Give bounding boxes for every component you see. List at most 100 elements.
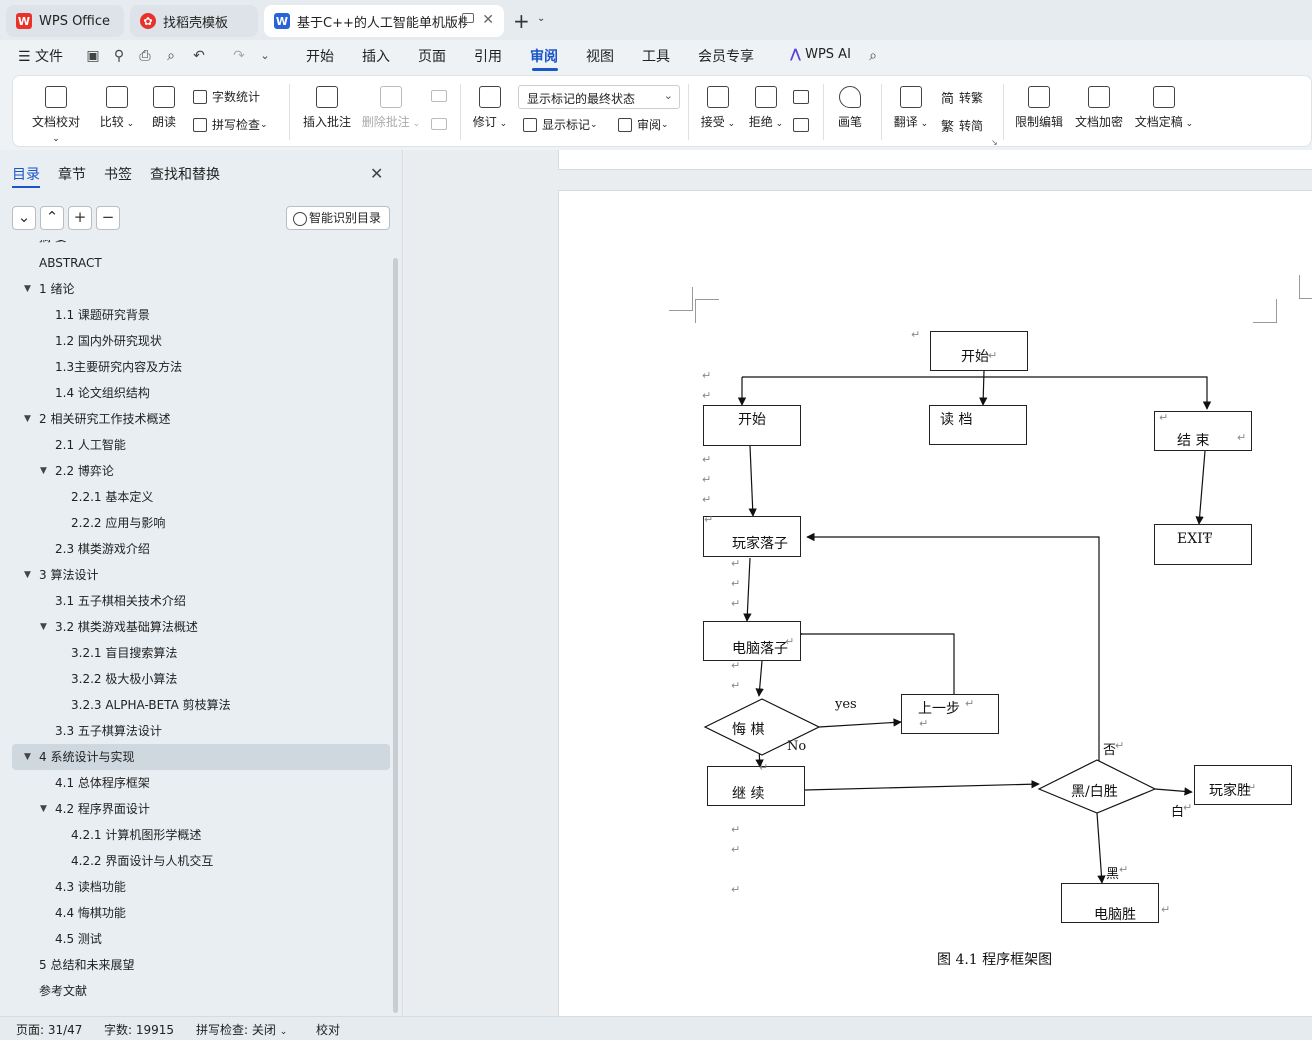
caret-down-icon[interactable]: ▼ — [24, 570, 31, 580]
menu-member[interactable]: 会员专享 — [698, 49, 754, 65]
document-page[interactable]: 开始 开始 读 档 结 束 EXIT 玩家落子 电脑落子 悔 棋 yes No … — [558, 190, 1312, 1016]
toc-item[interactable]: ▼2 相关研究工作技术概述 — [12, 406, 390, 432]
caret-down-icon[interactable]: ▼ — [40, 804, 47, 814]
file-menu[interactable]: ☰ 文件 — [18, 49, 64, 65]
doc-check-button[interactable]: 文档校对 ⌄ — [29, 86, 83, 144]
review-pane-button[interactable]: 审阅 ⌄ — [618, 116, 669, 133]
toc-item[interactable]: 1.4 论文组织结构 — [12, 380, 390, 406]
collapse-all-button[interactable]: ⌃ — [40, 206, 64, 230]
wps-ai-button[interactable]: ⋀ WPS AI — [790, 47, 851, 62]
restrict-edit-button[interactable]: 限制编辑 — [1013, 86, 1065, 130]
next-change-icon[interactable] — [793, 118, 809, 132]
tab-wps-office[interactable]: W WPS Office — [6, 5, 124, 37]
tab-toc[interactable]: 目录 — [12, 167, 40, 183]
compare-button[interactable]: 比较 ⌄ — [97, 86, 137, 130]
redo-icon[interactable]: ↷ — [233, 48, 245, 64]
toc-item[interactable]: 4.2.1 计算机图形学概述 — [12, 822, 390, 848]
toc-item[interactable]: 3.2.3 ALPHA-BETA 剪枝算法 — [12, 692, 390, 718]
tab-chapters[interactable]: 章节 — [58, 167, 86, 183]
menu-review[interactable]: 审阅 — [530, 49, 558, 65]
toc-item[interactable]: ▼2.2 博弈论 — [12, 458, 390, 484]
markup-state-select[interactable]: 显示标记的最终状态 ⌄ — [518, 85, 680, 109]
encrypt-button[interactable]: 文档加密 — [1073, 86, 1125, 130]
toc-item[interactable]: ▼1 绪论 — [12, 276, 390, 302]
caret-down-icon[interactable]: ▼ — [24, 414, 31, 424]
toc-item[interactable]: ▼3.2 棋类游戏基础算法概述 — [12, 614, 390, 640]
reject-button[interactable]: 拒绝 ⌄ — [747, 86, 785, 130]
translate-button[interactable]: 翻译 ⌄ — [891, 86, 931, 130]
insert-comment-button[interactable]: 插入批注 — [301, 86, 353, 130]
toc-item[interactable]: ABSTRACT — [12, 250, 390, 276]
to-traditional-button[interactable]: 简转繁 — [941, 88, 983, 107]
dialog-launcher-icon[interactable]: ↘ — [991, 138, 998, 147]
toc-item[interactable]: 2.2.2 应用与影响 — [12, 510, 390, 536]
tab-find-replace[interactable]: 查找和替换 — [150, 167, 220, 183]
prev-comment-icon[interactable] — [431, 90, 447, 102]
toc-item[interactable]: 3.3 五子棋算法设计 — [12, 718, 390, 744]
tab-document[interactable]: W 基于C++的人工智能单机版棋 ✕ — [264, 5, 504, 37]
sidebar-scrollbar[interactable] — [393, 258, 398, 1013]
toc-item[interactable]: 5 总结和未来展望 — [12, 952, 390, 978]
tab-bookmarks[interactable]: 书签 — [104, 167, 132, 183]
prev-change-icon[interactable] — [793, 90, 809, 104]
close-icon[interactable]: ✕ — [482, 12, 494, 28]
search-icon[interactable]: ⌕ — [869, 48, 877, 64]
toc-item[interactable]: 1.2 国内外研究现状 — [12, 328, 390, 354]
close-icon[interactable]: ✕ — [370, 164, 384, 183]
revise-button[interactable]: 修订 ⌄ — [471, 86, 509, 130]
toc-item[interactable]: 2.3 棋类游戏介绍 — [12, 536, 390, 562]
toc-item[interactable]: 3.1 五子棋相关技术介绍 — [12, 588, 390, 614]
page-indicator[interactable]: 页面: 31/47 — [16, 1023, 83, 1037]
more-icon[interactable]: ⌄ — [260, 49, 270, 62]
toc-item[interactable]: 1.1 课题研究背景 — [12, 302, 390, 328]
caret-down-icon[interactable]: ▼ — [24, 752, 31, 762]
new-tab-button[interactable]: + — [513, 9, 530, 33]
finalize-button[interactable]: 文档定稿 ⌄ — [1133, 86, 1195, 130]
pen-button[interactable]: 画笔 — [835, 86, 865, 130]
toc-item[interactable]: ▼4 系统设计与实现 — [12, 744, 390, 770]
toc-item[interactable]: 3.2.1 盲目搜索算法 — [12, 640, 390, 666]
spell-check-button[interactable]: 拼写检查 ⌄ — [193, 116, 268, 133]
delete-comment-button[interactable]: 删除批注 ⌄ — [361, 86, 421, 130]
toc-item[interactable]: 4.3 读档功能 — [12, 874, 390, 900]
print-preview-icon[interactable]: ⌕ — [167, 48, 175, 64]
menu-home[interactable]: 开始 — [306, 49, 334, 65]
caret-down-icon[interactable]: ▼ — [24, 284, 31, 294]
toc-item[interactable]: ▼4.2 程序界面设计 — [12, 796, 390, 822]
accept-button[interactable]: 接受 ⌄ — [699, 86, 737, 130]
toc-item[interactable]: 4.2.2 界面设计与人机交互 — [12, 848, 390, 874]
toc-item[interactable]: 2.1 人工智能 — [12, 432, 390, 458]
add-heading-button[interactable]: + — [68, 206, 92, 230]
word-count-indicator[interactable]: 字数: 19915 — [104, 1023, 175, 1037]
next-comment-icon[interactable] — [431, 118, 447, 130]
toc-item[interactable]: 3.2.2 极大极小算法 — [12, 666, 390, 692]
menu-page[interactable]: 页面 — [418, 49, 446, 65]
word-count-button[interactable]: 字数统计 — [193, 88, 260, 105]
toc-item[interactable]: 4.4 悔棋功能 — [12, 900, 390, 926]
remove-heading-button[interactable]: − — [96, 206, 120, 230]
undo-icon[interactable]: ↶ — [193, 48, 205, 64]
menu-tools[interactable]: 工具 — [642, 49, 670, 65]
toc-item[interactable]: 2.2.1 基本定义 — [12, 484, 390, 510]
proof-indicator[interactable]: 校对 — [316, 1023, 341, 1037]
expand-all-button[interactable]: ⌄ — [12, 206, 36, 230]
toc-item[interactable]: 4.5 测试 — [12, 926, 390, 952]
read-aloud-button[interactable]: 朗读 — [149, 86, 179, 130]
share-icon[interactable]: ⚲ — [113, 48, 125, 64]
toc-item[interactable]: 1.3主要研究内容及方法 — [12, 354, 390, 380]
toc-item[interactable]: 摘 要 — [12, 240, 390, 250]
toc-item[interactable]: 参考文献 — [12, 978, 390, 1004]
chevron-down-icon[interactable]: ⌄ — [537, 13, 546, 24]
toc-item[interactable]: 4.1 总体程序框架 — [12, 770, 390, 796]
save-icon[interactable]: ▣ — [86, 48, 100, 64]
menu-insert[interactable]: 插入 — [362, 49, 390, 65]
to-simplified-button[interactable]: 繁转简 — [941, 116, 983, 135]
menu-references[interactable]: 引用 — [474, 49, 502, 65]
spell-check-indicator[interactable]: 拼写检查: 关闭 ⌄ — [196, 1021, 287, 1038]
toc-item[interactable]: ▼3 算法设计 — [12, 562, 390, 588]
show-markup-button[interactable]: 显示标记 ⌄ — [523, 116, 598, 133]
print-icon[interactable]: ⎙ — [139, 48, 151, 64]
menu-view[interactable]: 视图 — [586, 49, 614, 65]
tab-template[interactable]: ✿ 找稻壳模板 — [130, 5, 258, 37]
caret-down-icon[interactable]: ▼ — [40, 466, 47, 476]
